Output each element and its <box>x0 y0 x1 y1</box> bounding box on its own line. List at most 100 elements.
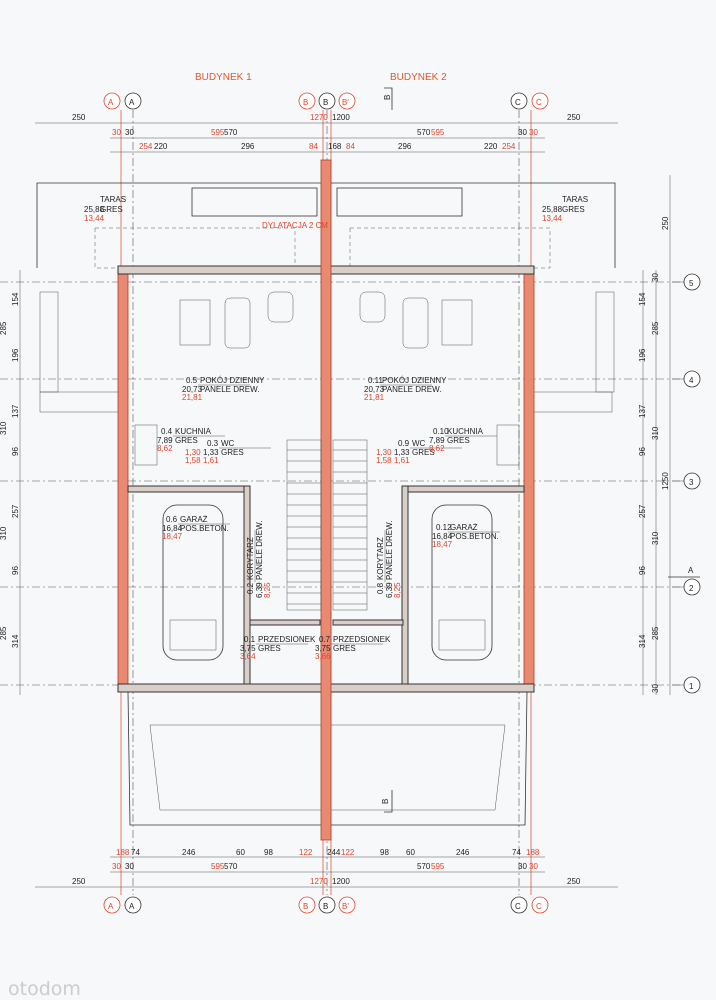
svg-text:POKÓJ DZIENNY: POKÓJ DZIENNY <box>382 376 447 385</box>
section-mark-a: A <box>668 566 700 578</box>
svg-text:7,89: 7,89 <box>429 436 445 445</box>
svg-text:B': B' <box>342 902 349 911</box>
svg-text:1250: 1250 <box>661 472 670 490</box>
svg-text:TARAS: TARAS <box>100 195 126 204</box>
svg-text:1,61: 1,61 <box>203 456 219 465</box>
svg-text:POS.BETON.: POS.BETON. <box>450 532 499 541</box>
svg-text:310: 310 <box>651 531 660 545</box>
svg-text:8,62: 8,62 <box>429 444 445 453</box>
svg-text:285: 285 <box>651 626 660 640</box>
svg-text:C: C <box>536 98 542 107</box>
svg-text:0.11: 0.11 <box>368 376 384 385</box>
svg-text:74: 74 <box>131 848 140 857</box>
svg-text:PANELE DREW.: PANELE DREW. <box>382 385 441 394</box>
building-1-title: BUDYNEK 1 <box>195 72 252 83</box>
svg-text:B: B <box>323 98 328 107</box>
svg-text:98: 98 <box>380 848 389 857</box>
svg-text:3,75: 3,75 <box>315 644 331 653</box>
svg-text:3,64: 3,64 <box>240 652 256 661</box>
svg-text:60: 60 <box>406 848 415 857</box>
svg-text:220: 220 <box>154 142 168 151</box>
svg-text:0.2: 0.2 <box>246 582 255 594</box>
svg-text:KORYTARZ: KORYTARZ <box>246 537 255 580</box>
svg-text:60: 60 <box>236 848 245 857</box>
svg-text:5: 5 <box>689 279 694 288</box>
svg-text:1: 1 <box>689 682 694 691</box>
svg-text:188: 188 <box>526 848 540 857</box>
svg-text:18,47: 18,47 <box>432 540 453 549</box>
svg-text:96: 96 <box>638 447 647 456</box>
watermark: otodom <box>8 978 81 1000</box>
svg-text:16,84: 16,84 <box>432 532 453 541</box>
svg-text:570: 570 <box>224 862 238 871</box>
svg-text:TARAS: TARAS <box>562 195 588 204</box>
exterior-walls <box>117 159 535 841</box>
svg-text:16,84: 16,84 <box>162 524 183 533</box>
svg-text:98: 98 <box>264 848 273 857</box>
svg-text:30: 30 <box>651 273 660 282</box>
svg-text:1,30: 1,30 <box>376 448 392 457</box>
svg-text:254: 254 <box>139 142 153 151</box>
svg-text:314: 314 <box>638 634 647 648</box>
svg-text:154: 154 <box>11 292 20 306</box>
car-garage-1 <box>162 504 224 661</box>
svg-text:C: C <box>515 902 521 911</box>
svg-text:30: 30 <box>529 128 538 137</box>
svg-text:18,47: 18,47 <box>162 532 183 541</box>
svg-text:8,25: 8,25 <box>393 582 402 598</box>
svg-text:C: C <box>536 902 542 911</box>
svg-text:250: 250 <box>567 113 581 122</box>
svg-text:0.4: 0.4 <box>161 427 173 436</box>
svg-text:3,66: 3,66 <box>315 652 331 661</box>
svg-text:0.8: 0.8 <box>376 582 385 594</box>
svg-text:0.1: 0.1 <box>244 635 256 644</box>
dylatacja-note: DYLATACJA 2 CM <box>262 221 328 230</box>
svg-text:30: 30 <box>125 128 134 137</box>
svg-text:B: B <box>303 902 308 911</box>
svg-text:570: 570 <box>417 862 431 871</box>
svg-text:285: 285 <box>0 321 8 335</box>
svg-text:314: 314 <box>11 634 20 648</box>
svg-text:6,39: 6,39 <box>255 582 264 598</box>
svg-text:WC: WC <box>412 439 426 448</box>
svg-text:GRES: GRES <box>562 205 585 214</box>
svg-text:257: 257 <box>638 504 647 518</box>
svg-text:KORYTARZ: KORYTARZ <box>376 537 385 580</box>
svg-text:GRES: GRES <box>100 205 123 214</box>
svg-text:A: A <box>688 566 694 575</box>
svg-text:96: 96 <box>11 447 20 456</box>
svg-text:1,58: 1,58 <box>376 456 392 465</box>
svg-text:96: 96 <box>11 566 20 575</box>
svg-text:1270: 1270 <box>310 113 328 122</box>
svg-text:1200: 1200 <box>332 113 350 122</box>
terrace-label-2: TARAS 25,88 GRES 13,44 <box>542 195 588 223</box>
svg-text:30: 30 <box>518 128 527 137</box>
building-2-title: BUDYNEK 2 <box>390 72 447 83</box>
svg-text:246: 246 <box>456 848 470 857</box>
svg-text:196: 196 <box>11 348 20 362</box>
svg-text:30: 30 <box>651 684 660 693</box>
svg-text:GARAŻ: GARAŻ <box>450 523 478 532</box>
svg-text:1200: 1200 <box>332 877 350 886</box>
svg-text:13,44: 13,44 <box>84 214 105 223</box>
svg-text:GRES: GRES <box>175 436 198 445</box>
svg-text:21,81: 21,81 <box>182 393 203 402</box>
svg-text:13,44: 13,44 <box>542 214 563 223</box>
svg-text:POS.BETON.: POS.BETON. <box>180 524 229 533</box>
svg-text:122: 122 <box>341 848 355 857</box>
svg-text:188: 188 <box>116 848 130 857</box>
section-mark-b-bottom: B <box>381 790 393 813</box>
svg-text:30: 30 <box>529 862 538 871</box>
svg-text:21,81: 21,81 <box>364 393 385 402</box>
svg-text:84: 84 <box>346 142 355 151</box>
svg-text:PRZEDSIONEK: PRZEDSIONEK <box>333 635 391 644</box>
svg-text:250: 250 <box>567 877 581 886</box>
